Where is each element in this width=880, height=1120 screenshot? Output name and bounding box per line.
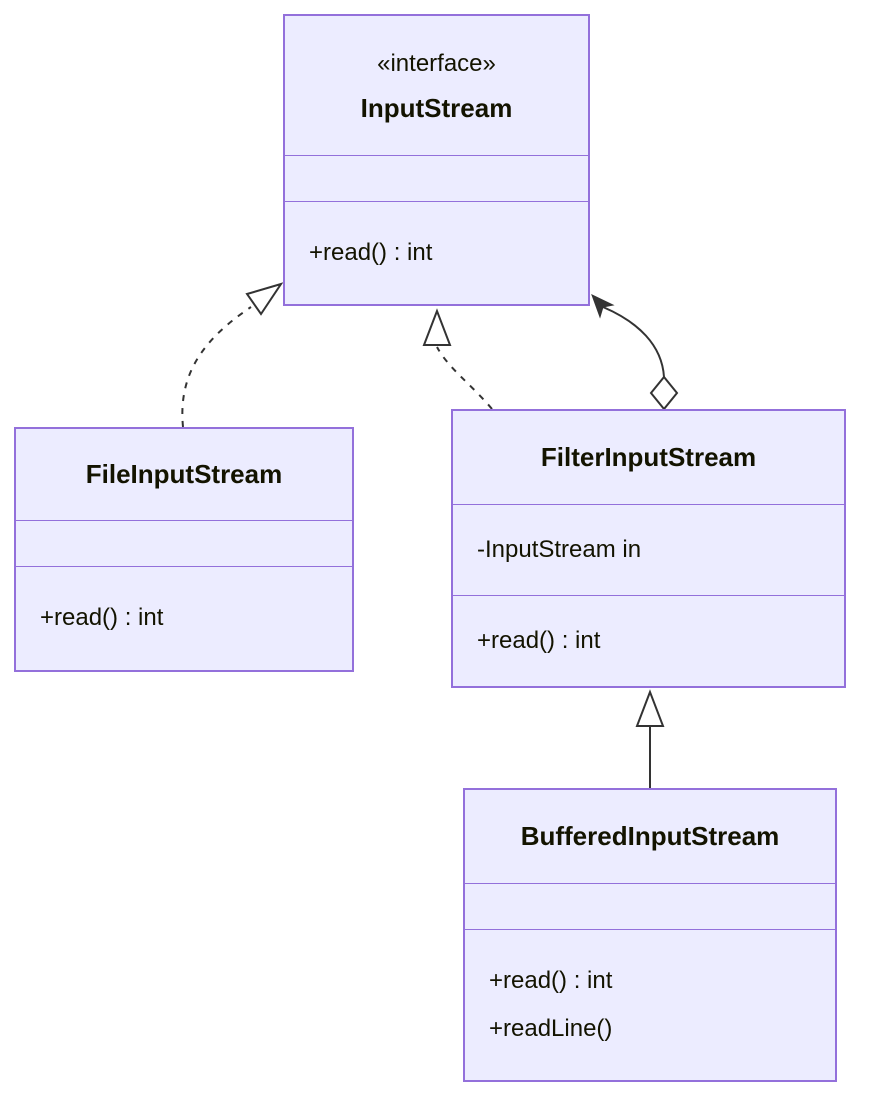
class-methods-section: +read() : int +readLine(): [465, 930, 835, 1080]
class-box-inputstream: «interface» InputStream +read() : int: [283, 14, 590, 306]
aggregation-edge-line: [602, 306, 665, 378]
class-attributes-section: [285, 155, 588, 203]
edge-realization-fileinputstream-to-inputstream: [181, 282, 284, 428]
class-methods-section: +read() : int: [285, 202, 588, 304]
class-name: FileInputStream: [85, 459, 283, 490]
class-name: FilterInputStream: [540, 441, 757, 472]
inheritance-arrowhead-icon: [635, 689, 665, 727]
class-title-section: FileInputStream: [16, 429, 352, 520]
class-title-section: FilterInputStream: [453, 411, 844, 504]
realization-edge-line: [181, 306, 252, 428]
edge-inheritance-bufferedinputstream-to-filterinputstream: [635, 689, 665, 788]
realization-edge-line: [436, 346, 493, 410]
class-method: +read() : int: [489, 967, 613, 995]
class-box-bufferedinputstream: BufferedInputStream +read() : int +readL…: [463, 788, 837, 1082]
class-attributes-section: -InputStream in: [453, 503, 844, 597]
class-method: +readLine(): [489, 1015, 613, 1043]
class-methods-section: +read() : int: [16, 567, 352, 670]
aggregation-diamond-icon: [649, 375, 679, 411]
aggregation-arrowhead-icon: [591, 294, 615, 319]
realization-arrowhead-icon: [245, 282, 284, 316]
class-method: +read() : int: [309, 239, 433, 267]
edge-realization-filterinputstream-to-inputstream: [422, 308, 493, 410]
class-attributes-section: [16, 520, 352, 567]
edge-aggregation-filterinputstream-to-inputstream: [591, 294, 679, 411]
class-attributes-section: [465, 882, 835, 931]
class-name: InputStream: [360, 92, 513, 123]
class-title-section: BufferedInputStream: [465, 790, 835, 883]
class-stereotype: «interface»: [377, 49, 496, 77]
class-box-fileinputstream: FileInputStream +read() : int: [14, 427, 354, 672]
class-methods-section: +read() : int: [453, 596, 844, 686]
class-name: BufferedInputStream: [520, 820, 780, 851]
class-method: +read() : int: [40, 604, 164, 632]
class-box-filterinputstream: FilterInputStream -InputStream in +read(…: [451, 409, 846, 688]
class-method: +read() : int: [477, 627, 601, 655]
class-title-section: «interface» InputStream: [285, 16, 588, 155]
realization-arrowhead-icon: [422, 308, 452, 346]
class-attribute: -InputStream in: [477, 535, 642, 563]
